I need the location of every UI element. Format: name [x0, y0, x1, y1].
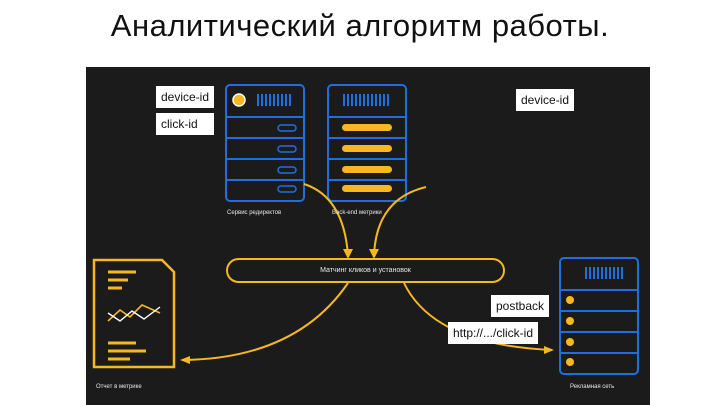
click-id-tag: click-id [156, 113, 214, 135]
postback-tag: postback [491, 295, 550, 317]
url-tag: http://.../click-id [448, 322, 539, 344]
ad-network-server-icon [559, 257, 639, 375]
backend-server-icon [327, 84, 407, 202]
report-caption: Отчет в метрике [96, 384, 142, 390]
slide-title: Аналитический алгоритм работы. [110, 8, 610, 43]
redirect-server-icon [225, 84, 305, 202]
report-document-icon [92, 258, 176, 369]
backend-caption: Back-end метрики [332, 210, 382, 216]
ad-network-caption: Рекламная сеть [570, 384, 615, 390]
device-id-tag-left: device-id [156, 86, 215, 108]
matching-node: Матчинг кликов и установок [226, 258, 505, 283]
diagram-panel: device-id click-id device-id postback ht… [86, 67, 650, 405]
redirect-service-caption: Сервис редиректов [227, 210, 282, 216]
device-id-tag-right: device-id [516, 89, 575, 111]
